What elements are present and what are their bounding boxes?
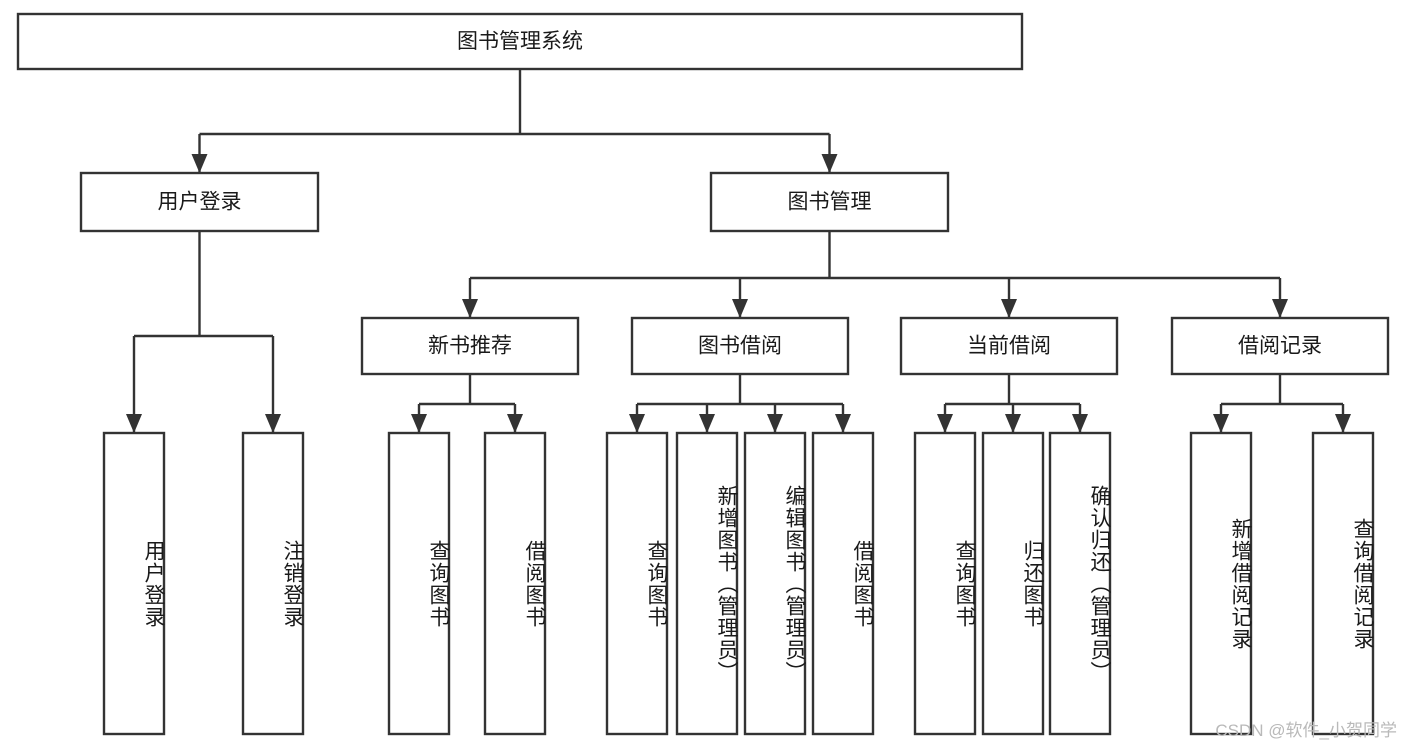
arrow-head-icon [411,414,427,433]
arrow-head-icon [699,414,715,433]
leaf-node-查询图书[interactable] [605,431,669,736]
leaf-node-新增图书管理员[interactable] [675,431,739,736]
node-box[interactable] [102,431,166,736]
node-box[interactable] [483,431,547,736]
arrow-head-icon [1335,414,1351,433]
node-box[interactable] [1170,316,1390,376]
node-box[interactable] [16,12,1024,71]
leaf-node-注销登录[interactable] [241,431,305,736]
arrow-head-icon [462,299,478,318]
node-label: 图书管理 [788,191,872,214]
arrow-head-icon [835,414,851,433]
arrow-head-icon [191,154,208,173]
node-box[interactable] [1311,431,1375,736]
node-box[interactable] [981,431,1045,736]
arrow-head-icon [767,414,783,433]
node-box[interactable] [630,316,850,376]
arrow-head-icon [1005,414,1021,433]
node-box[interactable] [387,431,451,736]
node-box[interactable] [913,431,977,736]
leaf-node-用户登录[interactable] [102,431,166,736]
arrow-head-icon [629,414,645,433]
level3-node-借阅记录[interactable] [1170,316,1390,376]
arrow-head-icon [126,414,142,433]
arrow-head-icon [1072,414,1088,433]
leaf-node-新增借阅记录[interactable] [1189,431,1253,736]
node-box[interactable] [1189,431,1253,736]
root-node-图书管理系统[interactable] [16,12,1024,71]
leaf-node-查询借阅记录[interactable] [1311,431,1375,736]
arrow-head-icon [1272,299,1288,318]
leaf-node-确认归还管理员[interactable] [1048,431,1112,736]
node-label: 图书借阅 [698,335,782,358]
node-box[interactable] [79,171,320,233]
leaf-node-借阅图书[interactable] [483,431,547,736]
node-box[interactable] [241,431,305,736]
level3-node-当前借阅[interactable] [899,316,1119,376]
node-label: 用户登录 [158,191,242,214]
level3-node-图书借阅[interactable] [630,316,850,376]
leaf-node-归还图书[interactable] [981,431,1045,736]
arrow-head-icon [821,154,838,173]
watermark-text: CSDN @软件_小贺同学 [1215,721,1397,740]
arrow-head-icon [1001,299,1017,318]
node-label: 借阅记录 [1238,335,1322,358]
node-label: 图书管理系统 [457,30,583,53]
node-box[interactable] [1048,431,1112,736]
level2-node-图书管理[interactable] [709,171,950,233]
arrow-head-icon [1213,414,1229,433]
leaf-node-查询图书[interactable] [913,431,977,736]
node-box[interactable] [709,171,950,233]
node-box[interactable] [360,316,580,376]
leaf-node-查询图书[interactable] [387,431,451,736]
node-box[interactable] [811,431,875,736]
arrow-head-icon [937,414,953,433]
node-box[interactable] [675,431,739,736]
leaf-node-编辑图书管理员[interactable] [743,431,807,736]
level3-node-新书推荐[interactable] [360,316,580,376]
node-box[interactable] [899,316,1119,376]
node-box[interactable] [605,431,669,736]
node-label: 新书推荐 [428,335,512,358]
node-box[interactable] [743,431,807,736]
arrow-head-icon [732,299,748,318]
leaf-node-借阅图书[interactable] [811,431,875,736]
level2-node-用户登录[interactable] [79,171,320,233]
arrow-head-icon [507,414,523,433]
node-label: 当前借阅 [967,335,1051,358]
arrow-head-icon [265,414,281,433]
